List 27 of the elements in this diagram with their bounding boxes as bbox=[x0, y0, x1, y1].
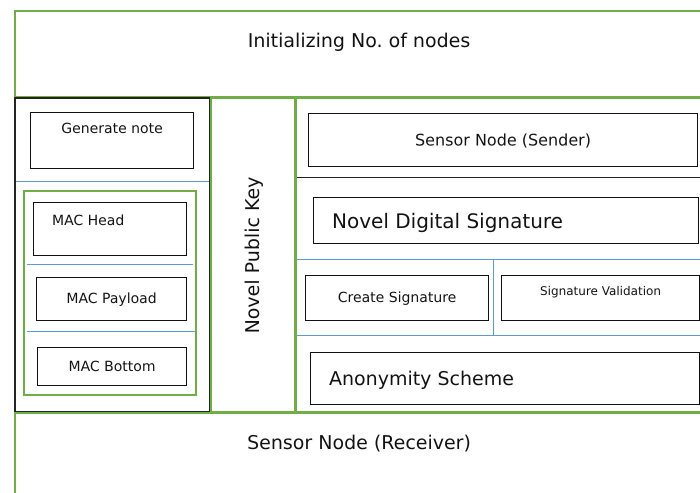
vertical-band bbox=[210, 97, 296, 413]
label-text: Novel Digital Signature bbox=[332, 208, 563, 232]
label-text: MAC Payload bbox=[66, 291, 157, 307]
label-text: Sensor Node (Sender) bbox=[415, 130, 591, 150]
container-panel bbox=[295, 97, 700, 413]
label-text: Initializing No. of nodes bbox=[248, 30, 470, 52]
process-box bbox=[36, 277, 187, 321]
label-text: Anonymity Scheme bbox=[329, 368, 514, 390]
process-box bbox=[501, 275, 700, 321]
bottom-band bbox=[14, 412, 700, 493]
container-panel bbox=[14, 97, 211, 413]
process-box bbox=[308, 113, 698, 167]
title-band bbox=[14, 10, 700, 98]
container-box bbox=[23, 190, 197, 396]
label-text: Signature Validation bbox=[540, 284, 661, 298]
label-text: Create Signature bbox=[338, 290, 456, 306]
label-text: Generate note bbox=[61, 121, 163, 137]
label-text: MAC Bottom bbox=[68, 358, 156, 374]
process-box bbox=[37, 347, 187, 386]
label-text: MAC Head bbox=[52, 213, 124, 229]
process-box bbox=[310, 352, 700, 405]
process-box bbox=[313, 197, 699, 244]
process-box bbox=[30, 112, 194, 169]
process-box bbox=[33, 202, 187, 256]
label-text: Novel Public Key bbox=[242, 176, 264, 334]
label-text: Sensor Node (Receiver) bbox=[247, 432, 471, 454]
process-box bbox=[305, 275, 489, 321]
